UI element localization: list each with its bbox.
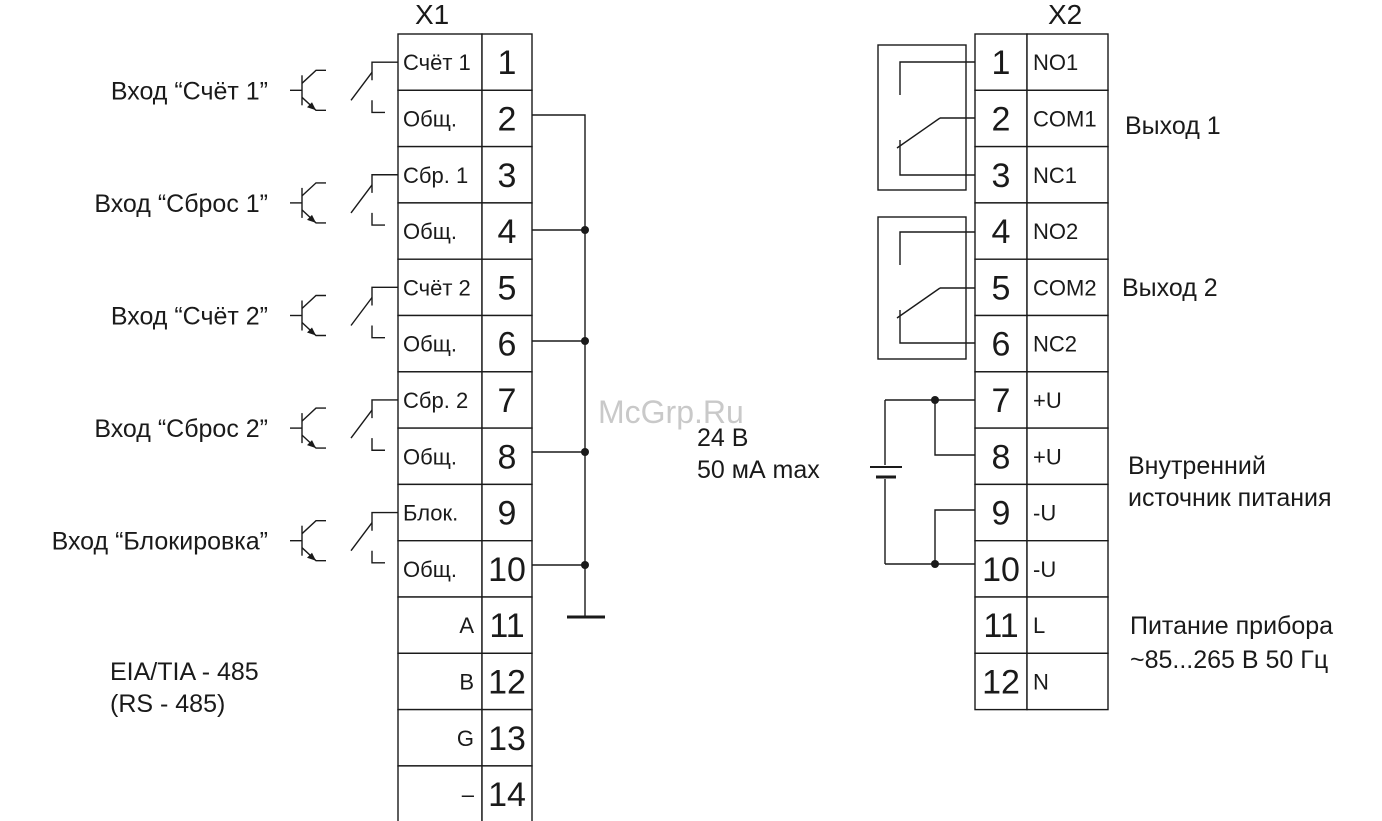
x1-terminal-label: B	[459, 669, 474, 694]
watermark: McGrp.Ru	[598, 394, 744, 430]
x2-terminal-number: 2	[992, 100, 1011, 138]
x2-terminal-label: NC2	[1033, 332, 1077, 357]
input-label: Вход “Сброс 1”	[94, 190, 268, 218]
input-label: Вход “Счёт 1”	[111, 77, 268, 105]
input-group: Вход “Сброс 2”	[94, 399, 398, 451]
input-group: Вход “Счёт 1”	[111, 61, 398, 114]
transistor-icon	[290, 520, 326, 562]
input-group: Вход “Блокировка”	[52, 511, 398, 564]
input-symbols: Вход “Счёт 1” Вход “Сброс 1” Вход “Счёт 2”…	[52, 61, 398, 564]
junction-dot	[581, 226, 589, 234]
x2-terminal-label: NC1	[1033, 163, 1077, 188]
mains-label-line1: Питание прибора	[1130, 612, 1333, 640]
x1-terminal-number: 10	[488, 551, 526, 589]
x1-terminal-number: 14	[488, 776, 526, 814]
x1-terminal-number: 6	[498, 326, 517, 364]
supply-voltage-label: 24 В	[697, 424, 748, 452]
x1-terminal-number: 5	[498, 269, 517, 307]
input-label: Вход “Счёт 2”	[111, 303, 268, 331]
x2-terminal-number: 8	[992, 438, 1011, 476]
switch-icon	[350, 511, 398, 564]
x1-header: X1	[415, 0, 449, 30]
x2-terminal-label: NO1	[1033, 50, 1078, 75]
x2-header: X2	[1048, 0, 1082, 30]
input-group: Вход “Счёт 2”	[111, 286, 398, 339]
transistor-icon	[290, 69, 326, 112]
common-bus	[532, 114, 605, 619]
x1-terminal-number: 4	[498, 213, 517, 251]
transistor-icon	[290, 182, 326, 224]
junction-dot	[581, 337, 589, 345]
internal-supply-label-line2: источник питания	[1128, 484, 1332, 512]
x2-terminal-number: 6	[992, 326, 1011, 364]
x1-terminal-label: Общ.	[403, 444, 457, 469]
junction-dot	[931, 396, 939, 404]
transistor-icon	[290, 407, 326, 449]
switch-icon	[350, 399, 398, 451]
x2-terminal-block: 1 NO1 2 COM1 3 NC1 4 NO2 5 COM2 6 NC2 7 +U 8 +U 9 -U 10 -U 1…	[974, 33, 1109, 711]
mains-label-line2: ~85...265 В 50 Гц	[1130, 646, 1328, 674]
x2-terminal-label: NO2	[1033, 219, 1078, 244]
switch-icon	[350, 286, 398, 339]
x1-terminal-label: A	[459, 613, 474, 638]
output-1-label: Выход 1	[1125, 112, 1221, 140]
x2-terminal-number: 7	[992, 382, 1011, 420]
x2-terminal-number: 3	[992, 157, 1011, 195]
output-2-label: Выход 2	[1122, 274, 1218, 302]
x1-terminal-number: 1	[498, 44, 517, 82]
transistor-icon	[290, 294, 326, 337]
x2-terminal-number: 11	[983, 607, 1018, 645]
x2-terminal-number: 9	[992, 495, 1011, 533]
input-label: Вход “Сброс 2”	[94, 415, 268, 443]
internal-supply-label-line1: Внутренний	[1128, 452, 1266, 480]
relay-output-1	[877, 44, 975, 191]
junction-dot	[581, 448, 589, 456]
x2-terminal-label: +U	[1033, 444, 1062, 469]
supply-current-label: 50 мА max	[697, 456, 820, 484]
x1-terminal-label: Общ.	[403, 106, 457, 131]
x2-terminal-number: 10	[982, 551, 1020, 589]
x1-terminal-number: 2	[498, 100, 517, 138]
x1-terminal-number: 9	[498, 495, 517, 533]
x2-terminal-label: COM2	[1033, 275, 1097, 300]
x1-terminal-label: Счёт 2	[403, 275, 471, 300]
rs485-label-line1: EIA/TIA - 485	[110, 658, 259, 686]
x2-terminal-label: -U	[1033, 501, 1056, 526]
x1-terminal-number: 12	[488, 663, 526, 701]
x1-terminal-label: Общ.	[403, 219, 457, 244]
internal-supply-wiring	[870, 396, 975, 568]
x2-terminal-label: +U	[1033, 388, 1062, 413]
rs485-label-line2: (RS - 485)	[110, 690, 225, 718]
junction-dot	[931, 560, 939, 568]
x1-terminal-label: G	[457, 726, 474, 751]
switch-icon	[350, 174, 398, 226]
x1-terminal-label: Счёт 1	[403, 50, 471, 75]
input-label: Вход “Блокировка”	[52, 528, 268, 556]
x1-terminal-label: –	[462, 782, 475, 807]
x2-terminal-number: 1	[992, 44, 1011, 82]
x2-terminal-number: 5	[992, 269, 1011, 307]
junction-dot	[581, 561, 589, 569]
input-group: Вход “Сброс 1”	[94, 174, 398, 226]
x1-terminal-label: Сбр. 1	[403, 163, 468, 188]
x2-terminal-label: COM1	[1033, 106, 1097, 131]
x1-terminal-number: 11	[489, 607, 524, 645]
x2-terminal-number: 12	[982, 663, 1020, 701]
x2-terminal-number: 4	[992, 213, 1011, 251]
x1-terminal-number: 13	[488, 720, 526, 758]
switch-icon	[350, 61, 398, 114]
relay-output-2	[877, 216, 975, 360]
x1-terminal-number: 7	[498, 382, 517, 420]
x1-terminal-label: Сбр. 2	[403, 388, 468, 413]
x1-terminal-label: Общ.	[403, 557, 457, 582]
x2-terminal-label: L	[1033, 613, 1045, 638]
x2-terminal-label: -U	[1033, 557, 1056, 582]
x1-terminal-number: 3	[498, 157, 517, 195]
x1-terminal-number: 8	[498, 438, 517, 476]
x1-terminal-label: Блок.	[403, 501, 458, 526]
x2-terminal-label: N	[1033, 669, 1049, 694]
x1-terminal-label: Общ.	[403, 332, 457, 357]
